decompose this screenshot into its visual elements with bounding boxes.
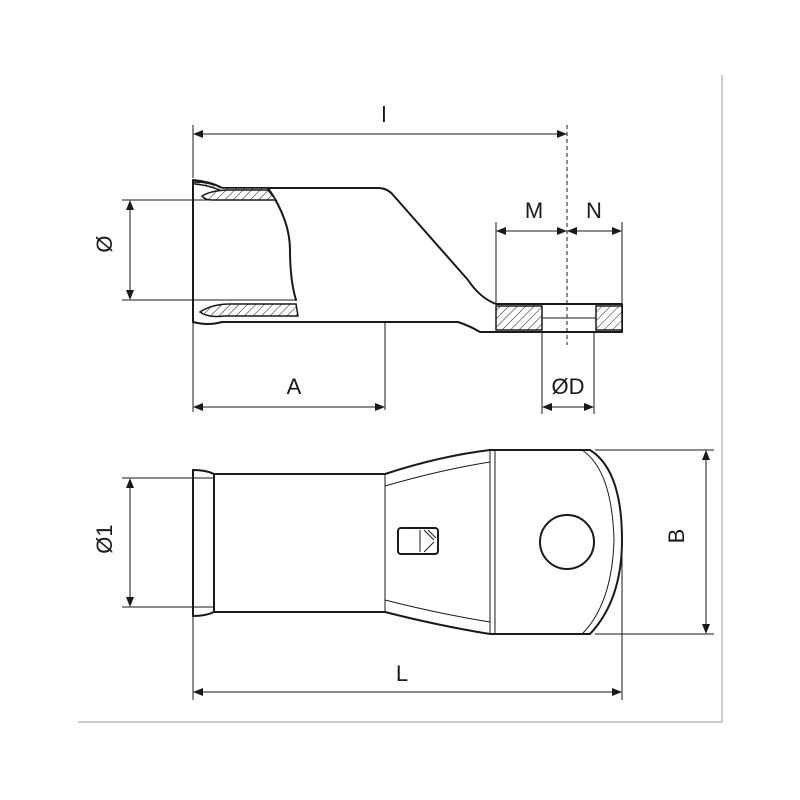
- dimension-hole-diameter: ØD: [541, 332, 595, 414]
- dimension-m-n: M N: [495, 198, 623, 304]
- label-a: A: [287, 374, 302, 399]
- dimension-diameter-1: Ø1: [92, 477, 214, 608]
- barrel-outline: [192, 449, 623, 635]
- terminal-hole: [539, 514, 595, 570]
- label-l-bottom: L: [396, 661, 408, 686]
- label-m: M: [525, 198, 543, 223]
- label-n: N: [586, 198, 602, 223]
- label-hole-diameter: ØD: [552, 374, 585, 399]
- palm-section-right: [595, 305, 623, 331]
- palm-section-left: [495, 305, 543, 331]
- label-b: B: [664, 529, 689, 544]
- dimension-l-bottom: L: [192, 540, 623, 700]
- plan-view: [192, 449, 623, 635]
- label-diameter: Ø: [92, 235, 117, 252]
- lower-wall-section: [198, 303, 299, 318]
- inspection-window-icon: [397, 527, 439, 555]
- dimension-a: A: [192, 322, 385, 412]
- dimension-l-top: l: [192, 102, 567, 178]
- label-diameter-1: Ø1: [92, 524, 117, 553]
- dimension-diameter: Ø: [92, 199, 296, 301]
- drawing-frame: [78, 75, 723, 723]
- side-section-view: [192, 125, 623, 410]
- bore-curve: [267, 187, 297, 301]
- label-l-top: l: [382, 102, 387, 127]
- dimension-b: B: [595, 449, 714, 635]
